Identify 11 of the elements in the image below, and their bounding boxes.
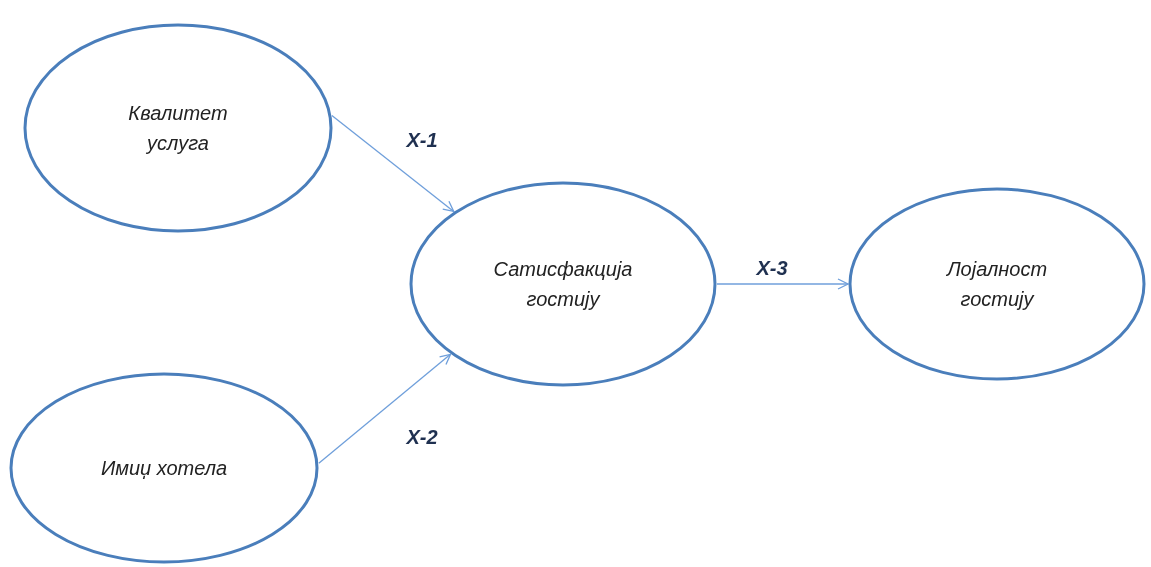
node-label: Имиџ хотела: [100, 456, 228, 481]
arrow: [331, 114, 455, 213]
ellipse-node: [23, 23, 333, 233]
node-label: Квалитет услуга: [127, 101, 229, 156]
node-label: Лојалност гостију: [945, 257, 1049, 312]
ellipse-node: [409, 181, 717, 387]
ellipse-node: [9, 372, 319, 564]
arrow: [318, 353, 452, 464]
arrow: [716, 278, 849, 290]
node-label: Сатисфакција гостију: [492, 257, 634, 312]
ellipse-node: [848, 187, 1146, 381]
